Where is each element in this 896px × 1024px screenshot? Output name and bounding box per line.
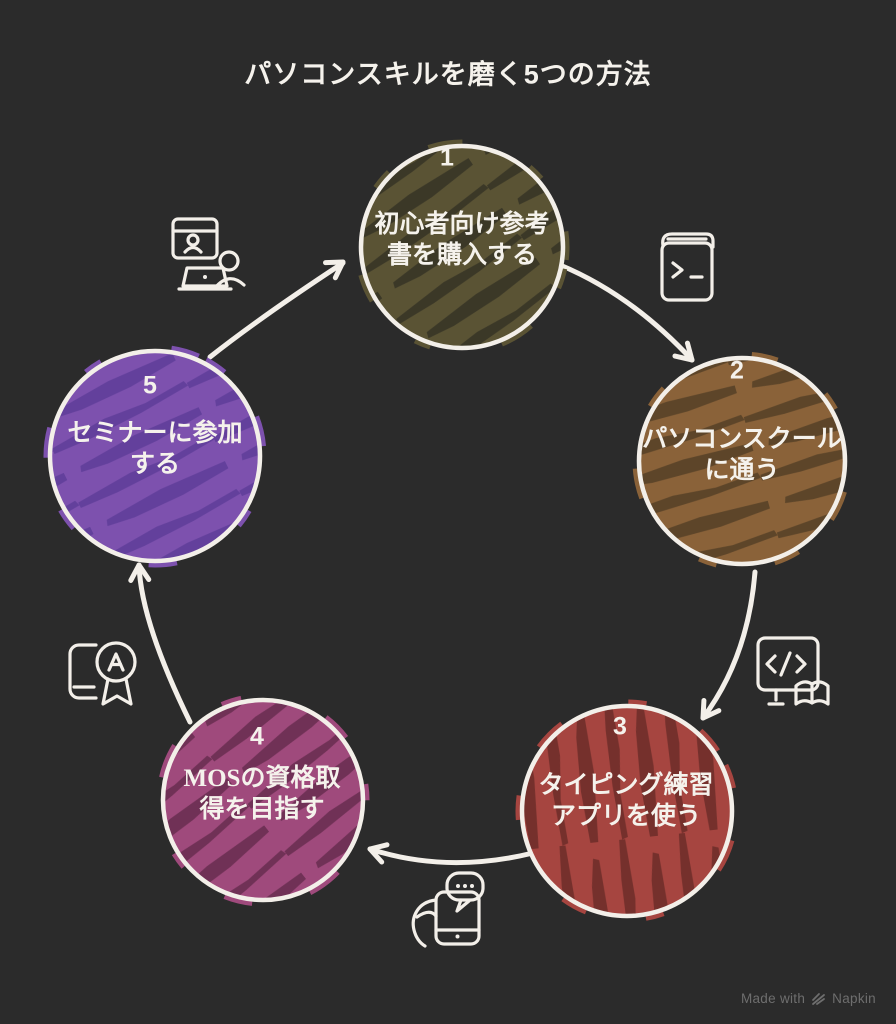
step4-label-line1: MOSの資格取	[183, 765, 341, 792]
arrow-4-to-5	[136, 562, 193, 725]
arrow-3-to-4	[367, 846, 536, 866]
step3-circle	[519, 703, 735, 919]
step1-label: 初心者向け参考 書を購入する	[357, 209, 567, 271]
diagram-title: パソコンスキルを磨く5つの方法	[244, 59, 652, 90]
step2-label-line2: に通う	[704, 456, 780, 484]
arrowhead-1-to-2	[672, 340, 695, 363]
step5-circle	[47, 348, 263, 564]
step2-number: 2	[730, 356, 744, 385]
step4-label-line2: 得を目指す	[199, 796, 325, 823]
step2-label-line1: パソコンスクール	[642, 425, 842, 453]
step3-label-line2: アプリを使う	[550, 802, 701, 830]
arrowhead-4-to-5	[128, 562, 152, 583]
watermark-brand-text: Napkin	[832, 991, 876, 1006]
step2-label: パソコンスクール に通う	[617, 424, 867, 486]
certification-book-icon	[68, 641, 137, 706]
step4-number: 4	[250, 722, 264, 751]
step-circle-5	[43, 344, 267, 568]
step4-label: MOSの資格取 得を目指す	[162, 763, 362, 825]
arrowhead-2-to-3	[700, 698, 722, 721]
online-seminar-icon	[171, 217, 246, 291]
made-with-napkin-watermark: Made with Napkin	[741, 991, 876, 1006]
step2-circle	[636, 355, 848, 567]
step3-number: 3	[613, 712, 627, 741]
watermark-made-with-text: Made with	[740, 991, 806, 1006]
step-circle-4	[156, 693, 370, 907]
step3-label: タイピング練習 アプリを使う	[516, 770, 736, 832]
step1-number: 1	[440, 143, 454, 172]
coding-book-icon	[660, 232, 715, 302]
step5-number: 5	[143, 371, 157, 400]
arrowhead-5-to-1	[323, 259, 346, 281]
step1-circle	[358, 143, 566, 351]
step3-label-line1: タイピング練習	[538, 771, 714, 799]
step5-label-line1: セミナーに参加	[67, 419, 243, 447]
monitor-code-learning-icon	[756, 636, 830, 706]
step5-label: セミナーに参加 する	[45, 418, 265, 480]
arrow-5-to-1	[207, 260, 346, 360]
arrow-2-to-3	[700, 569, 758, 721]
step1-label-line2: 書を購入する	[386, 241, 537, 269]
cycle-arrows	[128, 259, 758, 866]
step-circle-3	[515, 699, 739, 923]
arrow-1-to-2	[557, 262, 695, 363]
step4-circle	[160, 697, 366, 903]
napkin-logo-icon	[812, 993, 826, 1005]
phone-chat-icon	[411, 871, 485, 948]
step-circle-2	[632, 351, 852, 571]
step5-label-line2: する	[129, 450, 180, 478]
arrowhead-3-to-4	[367, 842, 390, 865]
step1-label-line1: 初心者向け参考	[374, 210, 550, 238]
step-circle-1	[354, 139, 570, 355]
